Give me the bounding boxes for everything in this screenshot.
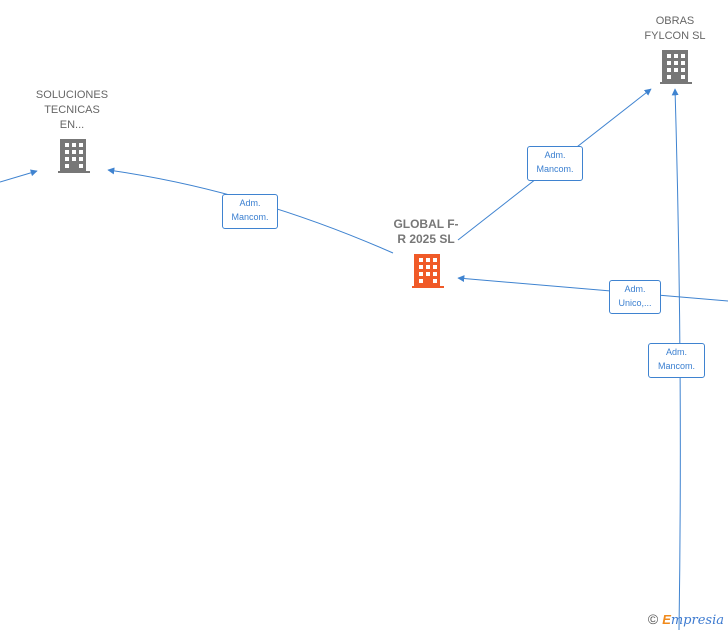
brand-footer: ©Empresia [648, 611, 724, 628]
brand-name: mpresia [670, 613, 724, 628]
edge-left-offscreen-to-soluciones [0, 169, 38, 183]
relation-label-line: Mancom. [231, 212, 269, 222]
relation-label-adm-unico[interactable]: Adm. Unico,... [609, 280, 661, 314]
node-label-line: FYLCON SL [644, 30, 706, 42]
building-icon [660, 50, 692, 84]
node-label-global-f-r-2025[interactable]: GLOBAL F- R 2025 SL [376, 217, 476, 247]
relation-label-line: Mancom. [657, 361, 695, 371]
relation-label-line: Mancom. [536, 164, 574, 174]
node-label-line: EN... [59, 119, 85, 131]
node-label-obras-fylcon[interactable]: OBRAS FYLCON SL [625, 14, 725, 44]
relation-label-line: Adm. [239, 198, 261, 208]
node-label-line: OBRAS [655, 15, 695, 27]
building-icon [58, 139, 90, 173]
relation-label-adm-mancom[interactable]: Adm. Mancom. [527, 146, 583, 181]
relation-label-adm-mancom[interactable]: Adm. Mancom. [648, 343, 705, 378]
relation-label-line: Adm. [624, 284, 646, 294]
node-label-soluciones-tecnicas[interactable]: SOLUCIONES TECNICAS EN... [22, 88, 122, 133]
relation-label-line: Adm. [544, 150, 566, 160]
building-icon-highlighted [412, 254, 444, 288]
edge-right-offscreen-to-global [457, 275, 728, 302]
brand-logo-letter: E [662, 612, 671, 627]
relation-label-line: Adm. [665, 347, 687, 357]
node-label-line: R 2025 SL [397, 232, 455, 246]
relation-label-adm-mancom[interactable]: Adm. Mancom. [222, 194, 278, 229]
relation-label-line: Unico,... [618, 298, 652, 308]
node-label-line: TECNICAS [44, 104, 100, 116]
node-label-line: SOLUCIONES [35, 89, 109, 101]
node-label-line: GLOBAL F- [393, 217, 459, 231]
copyright-symbol: © [647, 611, 659, 627]
